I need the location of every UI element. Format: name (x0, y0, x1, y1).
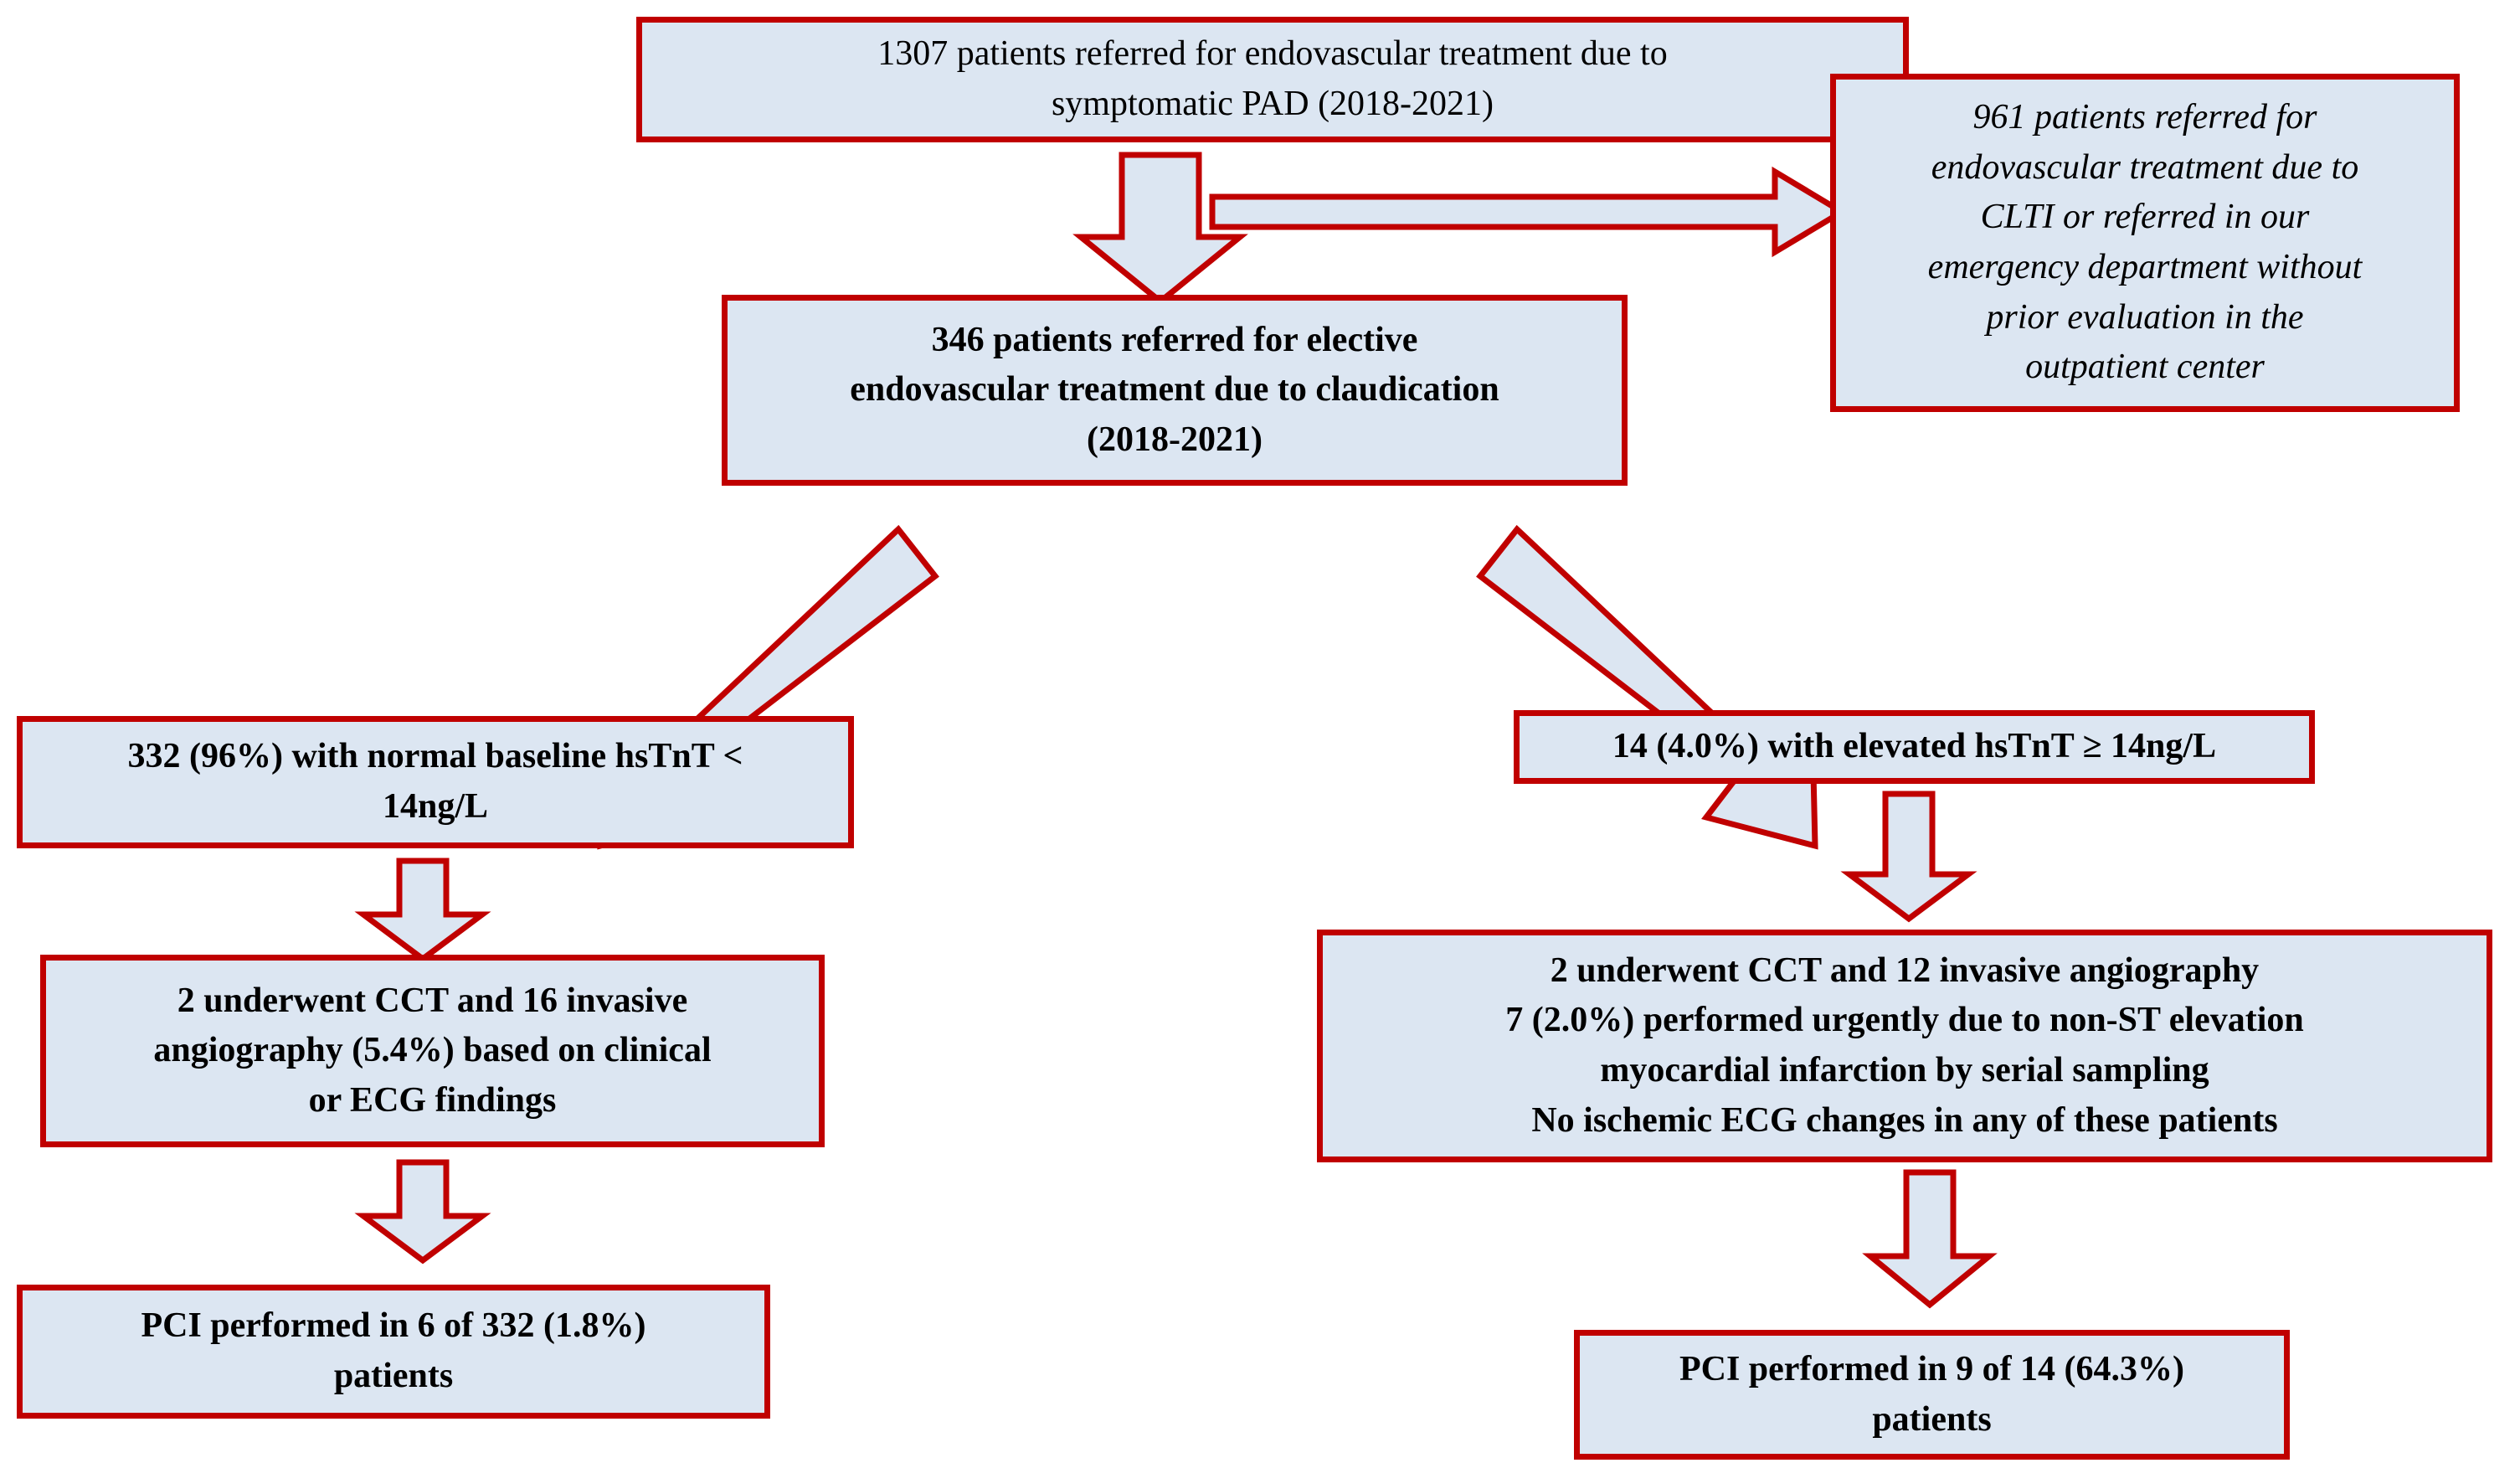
arrow-right-to-excluded (1209, 166, 1848, 258)
arrow-diagonal-down-right-to-elevated (1476, 524, 1818, 850)
node-normal-hstnt: 332 (96%) with normal baseline hsTnT < 1… (17, 716, 854, 848)
node-excluded-clti-label: 961 patients referred for endovascular t… (1927, 98, 2363, 387)
node-right-pci-label: PCI performed in 9 of 14 (64.3%) patient… (1679, 1349, 2185, 1439)
node-right-workup-label: 2 underwent CCT and 12 invasive angiogra… (1505, 950, 2304, 1140)
node-left-workup-label: 2 underwent CCT and 16 invasive angiogra… (153, 981, 712, 1120)
node-right-workup: 2 underwent CCT and 12 invasive angiogra… (1317, 930, 2492, 1162)
node-left-pci: PCI performed in 6 of 332 (1.8%) patient… (17, 1285, 770, 1419)
node-referred-total: 1307 patients referred for endovascular … (636, 17, 1909, 142)
arrow-down-normal-to-workup (354, 858, 491, 963)
node-left-workup: 2 underwent CCT and 16 invasive angiogra… (40, 955, 825, 1147)
arrow-down-elevated-to-workup (1840, 791, 1977, 923)
arrow-down-to-elective (1072, 152, 1248, 306)
node-elective-claudication: 346 patients referred for elective endov… (722, 295, 1628, 486)
node-left-pci-label: PCI performed in 6 of 332 (1.8%) patient… (141, 1306, 646, 1395)
node-elective-claudication-label: 346 patients referred for elective endov… (850, 320, 1499, 459)
arrow-down-right-workup-to-pci (1862, 1169, 1998, 1309)
node-elevated-hstnt: 14 (4.0%) with elevated hsTnT ≥ 14ng/L (1514, 710, 2315, 784)
arrow-down-left-workup-to-pci (354, 1159, 491, 1265)
node-normal-hstnt-label: 332 (96%) with normal baseline hsTnT < 1… (127, 737, 743, 826)
node-excluded-clti: 961 patients referred for endovascular t… (1830, 74, 2460, 412)
node-referred-total-label: 1307 patients referred for endovascular … (877, 34, 1668, 123)
node-elevated-hstnt-label: 14 (4.0%) with elevated hsTnT ≥ 14ng/L (1612, 727, 2217, 766)
node-right-pci: PCI performed in 9 of 14 (64.3%) patient… (1574, 1330, 2290, 1460)
